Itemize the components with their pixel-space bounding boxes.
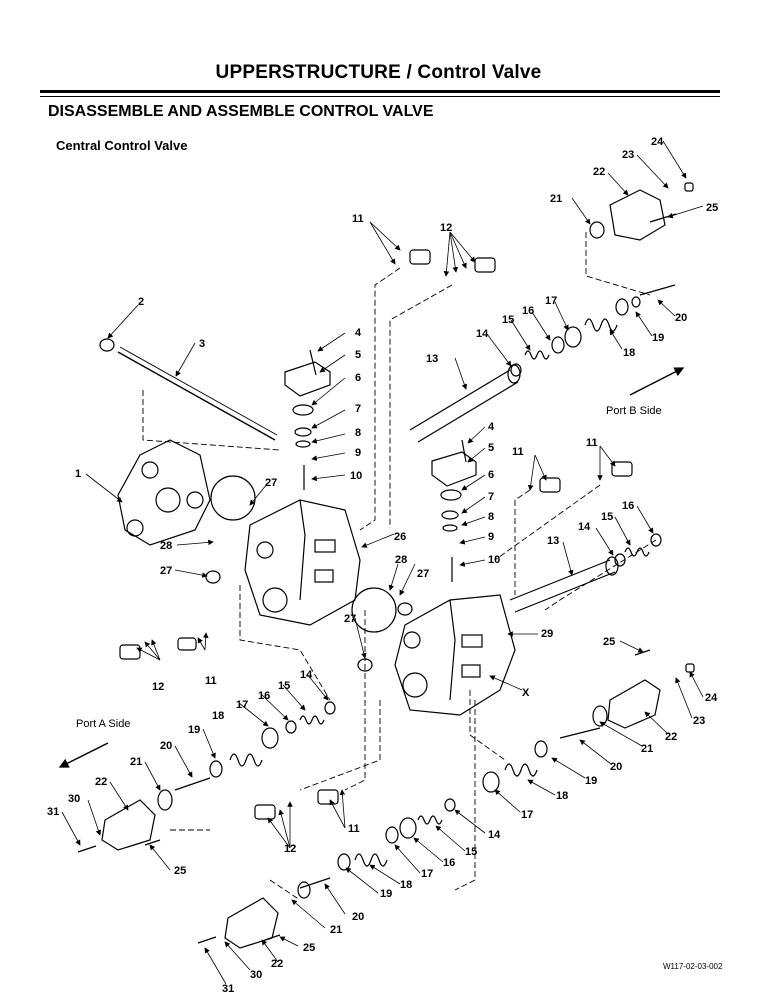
- callout-15-top: 15: [502, 314, 514, 326]
- subsection-title: Central Control Valve: [56, 138, 188, 153]
- callout-24-right: 24: [705, 692, 718, 704]
- callout-14-left: 14: [300, 669, 313, 681]
- callout-20-right: 20: [610, 761, 622, 773]
- callout-22-bottom: 22: [271, 958, 283, 970]
- callout-17-right: 17: [521, 809, 533, 821]
- callout-16-top: 16: [522, 305, 534, 317]
- callout-17-top: 17: [545, 295, 557, 307]
- callout-labels: 1 2 3 4 5 6 7 8 9 10 11 12 13 14 15 16 1…: [47, 136, 718, 995]
- leader-lines: [61, 140, 704, 985]
- callout-19-bottom: 19: [380, 888, 392, 900]
- callout-6-lower: 6: [488, 469, 494, 481]
- callout-27-b: 27: [160, 565, 172, 577]
- callout-28-b: 28: [395, 554, 407, 566]
- callout-22-left: 22: [95, 776, 107, 788]
- callout-14-top: 14: [476, 328, 489, 340]
- header-rule-thin: [40, 96, 720, 97]
- callout-11-bottom: 11: [348, 823, 360, 835]
- callout-4: 4: [355, 327, 362, 339]
- callout-27-d: 27: [344, 613, 356, 625]
- callout-19-top: 19: [652, 332, 664, 344]
- port-a-side-label: Port A Side: [76, 718, 130, 730]
- callout-3: 3: [199, 338, 205, 350]
- parts-drawing: [58, 182, 695, 949]
- callout-13-top: 13: [426, 353, 438, 365]
- callout-2: 2: [138, 296, 144, 308]
- callout-14-bottom: 14: [488, 829, 501, 841]
- port-b-side-label: Port B Side: [606, 405, 662, 417]
- callout-15-bottom: 15: [465, 846, 477, 858]
- callout-11-right: 11: [586, 437, 598, 449]
- callout-25-left: 25: [174, 865, 186, 877]
- callout-27-a: 27: [265, 477, 277, 489]
- callout-23-top: 23: [622, 149, 634, 161]
- callout-29: 29: [541, 628, 553, 640]
- callout-15-left: 15: [278, 680, 290, 692]
- callout-16-mid: 16: [622, 500, 634, 512]
- callout-11-top: 11: [352, 213, 364, 225]
- callout-25-right: 25: [603, 636, 615, 648]
- callout-31-left: 31: [47, 806, 59, 818]
- callout-1: 1: [75, 468, 81, 480]
- callout-9: 9: [355, 447, 361, 459]
- callout-7-lower: 7: [488, 491, 494, 503]
- callout-25-top: 25: [706, 202, 718, 214]
- callout-20-top: 20: [675, 312, 687, 324]
- header-rule-thick: [40, 90, 720, 93]
- callout-18-bottom: 18: [400, 879, 412, 891]
- callout-19-right: 19: [585, 775, 597, 787]
- callout-7: 7: [355, 403, 361, 415]
- page-header-title: UPPERSTRUCTURE / Control Valve: [215, 62, 542, 83]
- callout-11-left: 11: [205, 675, 217, 687]
- callout-31-bottom: 31: [222, 983, 234, 995]
- callout-16-bottom: 16: [443, 857, 455, 869]
- section-title: DISASSEMBLE AND ASSEMBLE CONTROL VALVE: [48, 103, 434, 120]
- callout-18-left: 18: [212, 710, 224, 722]
- callout-5: 5: [355, 349, 361, 361]
- callout-8: 8: [355, 427, 361, 439]
- callout-20-left: 20: [160, 740, 172, 752]
- callout-30-left: 30: [68, 793, 80, 805]
- callout-18-top: 18: [623, 347, 635, 359]
- callout-14-mid: 14: [578, 521, 591, 533]
- callout-17-bottom: 17: [421, 868, 433, 880]
- callout-19-left: 19: [188, 724, 200, 736]
- callout-5-lower: 5: [488, 442, 494, 454]
- figure-code: W117-02-03-002: [663, 962, 723, 971]
- callout-8-lower: 8: [488, 511, 494, 523]
- callout-4-lower: 4: [488, 421, 495, 433]
- callout-12-top: 12: [440, 222, 452, 234]
- callout-18-right: 18: [556, 790, 568, 802]
- callout-17-left: 17: [236, 699, 248, 711]
- callout-21-left: 21: [130, 756, 142, 768]
- callout-21-right: 21: [641, 743, 653, 755]
- callout-12-bottom: 12: [284, 843, 296, 855]
- callout-28-a: 28: [160, 540, 172, 552]
- callout-10-lower: 10: [488, 554, 500, 566]
- callout-26: 26: [394, 531, 406, 543]
- callout-25-bottom: 25: [303, 942, 315, 954]
- callout-23-right: 23: [693, 715, 705, 727]
- callout-22-right: 22: [665, 731, 677, 743]
- callout-21-top: 21: [550, 193, 562, 205]
- callout-13-mid: 13: [547, 535, 559, 547]
- callout-24-top: 24: [651, 136, 664, 148]
- callout-12-left: 12: [152, 681, 164, 693]
- callout-21-bottom: 21: [330, 924, 342, 936]
- callout-10: 10: [350, 470, 362, 482]
- callout-22-top: 22: [593, 166, 605, 178]
- x-mark-label: X: [522, 687, 530, 699]
- callout-16-left: 16: [258, 690, 270, 702]
- callout-6: 6: [355, 372, 361, 384]
- callout-11-mid: 11: [512, 446, 524, 458]
- callout-20-bottom: 20: [352, 911, 364, 923]
- callout-9-lower: 9: [488, 531, 494, 543]
- callout-30-bottom: 30: [250, 969, 262, 981]
- callout-27-c: 27: [417, 568, 429, 580]
- callout-15-mid: 15: [601, 511, 613, 523]
